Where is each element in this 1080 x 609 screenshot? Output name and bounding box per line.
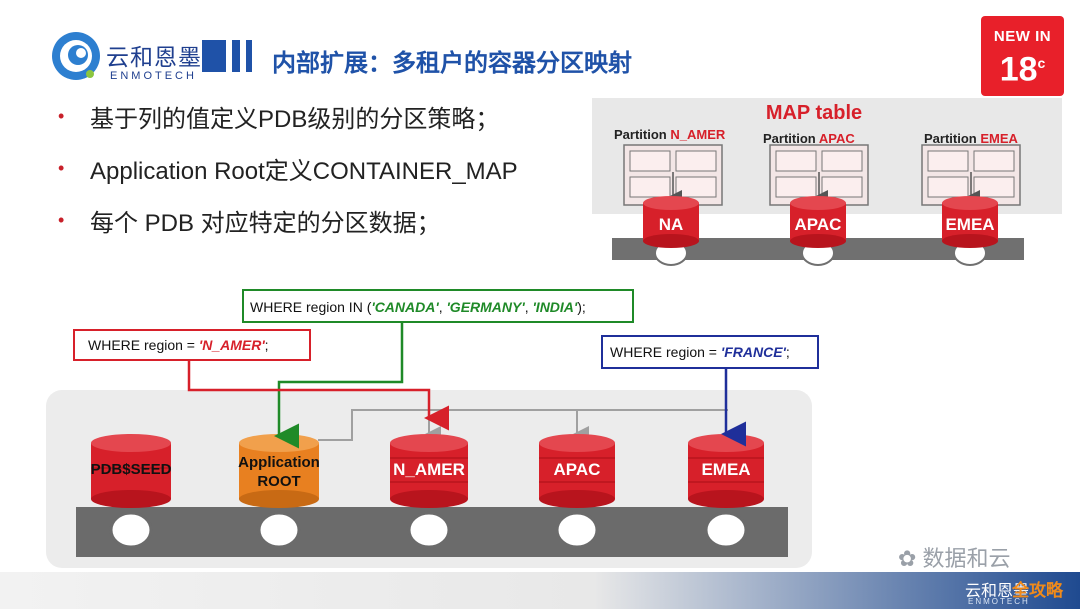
bullet-item: • 基于列的值定义PDB级别的分区策略； bbox=[58, 90, 518, 142]
where-text-green: WHERE region IN ('CANADA', 'GERMANY', 'I… bbox=[250, 299, 586, 315]
footer-logo-en: ENMOTECH bbox=[968, 597, 1030, 606]
belt-wheel bbox=[407, 511, 451, 549]
badge-version: 18c bbox=[981, 45, 1064, 87]
where-prefix: WHERE region = bbox=[610, 344, 721, 360]
where-text-blue: WHERE region = 'FRANCE'; bbox=[610, 344, 790, 360]
arrow-red bbox=[187, 360, 449, 431]
page-title: 内部扩展：多租户的容器分区映射 bbox=[272, 50, 632, 77]
db-pdb-seed: PDB$SEED bbox=[91, 434, 172, 508]
map-db-na: NA bbox=[643, 196, 699, 248]
partition-prefix: Partition bbox=[763, 131, 816, 146]
belt-wheel bbox=[109, 511, 153, 549]
where-suffix: ; bbox=[265, 337, 269, 353]
db-label: APAC bbox=[554, 460, 601, 479]
db-n-amer: N_AMER bbox=[390, 434, 468, 508]
where-suffix: ; bbox=[786, 344, 790, 360]
where-box-red bbox=[73, 329, 311, 361]
where-value: 'GERMANY' bbox=[446, 299, 525, 315]
partition-label: Partition N_AMER bbox=[614, 127, 726, 142]
where-sep: , bbox=[439, 299, 447, 315]
where-clause-green: WHERE region IN ('CANADA', 'GERMANY', 'I… bbox=[242, 289, 634, 323]
map-table-panel: MAP table Partition N_AMER Partition APA… bbox=[592, 98, 1062, 214]
where-clause-red: WHERE region = 'N_AMER'; bbox=[73, 329, 311, 361]
arrow-green bbox=[274, 322, 404, 449]
bullet-item: • 每个 PDB 对应特定的分区数据； bbox=[58, 194, 518, 246]
db-apac: APAC bbox=[539, 434, 615, 508]
where-box-blue bbox=[601, 335, 819, 369]
belt-wheel bbox=[704, 511, 748, 549]
company-logo: 云和恩墨 ENMOTECH bbox=[48, 28, 268, 88]
db-label: NA bbox=[659, 215, 684, 234]
where-sep: , bbox=[525, 299, 533, 315]
db-label: Application bbox=[238, 454, 320, 471]
where-box-green bbox=[242, 289, 634, 323]
partition-name: APAC bbox=[819, 131, 855, 146]
bullet-dot-icon: • bbox=[58, 105, 65, 126]
footer-strip bbox=[0, 572, 1080, 609]
map-table-title: MAP table bbox=[766, 102, 862, 124]
db-label: EMEA bbox=[701, 460, 750, 479]
bullet-list: • 基于列的值定义PDB级别的分区策略； • Application Root定义C… bbox=[58, 90, 518, 246]
db-application-root: Application ROOT bbox=[238, 434, 320, 508]
partition-name: EMEA bbox=[980, 131, 1018, 146]
watermark-text: 数据和云 bbox=[922, 546, 1011, 571]
footer-tag: 全攻略 bbox=[1012, 581, 1063, 600]
bullet-text: 基于列的值定义PDB级别的分区策略； bbox=[90, 105, 500, 133]
badge-label: NEW IN bbox=[993, 28, 1052, 45]
bullet-dot-icon: • bbox=[58, 157, 65, 178]
bullet-item: • Application Root定义CONTAINER_MAP bbox=[58, 142, 518, 194]
map-db-emea: EMEA bbox=[942, 196, 998, 248]
route-line-gray bbox=[318, 409, 728, 441]
where-text-red: WHERE region = 'N_AMER'; bbox=[88, 337, 269, 353]
partition-label: Partition APAC bbox=[763, 131, 855, 146]
partition-prefix: Partition bbox=[614, 127, 667, 142]
where-value: 'INDIA' bbox=[532, 299, 577, 315]
where-prefix: WHERE region = bbox=[88, 337, 199, 353]
wechat-watermark: ✿ 数据和云 bbox=[898, 541, 1011, 573]
db-label: N_AMER bbox=[393, 460, 465, 479]
db-label: EMEA bbox=[945, 215, 994, 234]
partition-label: Partition EMEA bbox=[924, 131, 1019, 146]
partition-name: N_AMER bbox=[670, 127, 726, 142]
title-bars-icon bbox=[202, 40, 252, 72]
main-conveyor-belt bbox=[76, 507, 788, 557]
where-value: 'FRANCE' bbox=[721, 344, 787, 360]
partition-prefix: Partition bbox=[924, 131, 977, 146]
where-prefix: WHERE region IN ( bbox=[250, 299, 372, 315]
belt-wheel bbox=[555, 511, 599, 549]
belt-wheel bbox=[257, 511, 301, 549]
wechat-icon: ✿ bbox=[898, 546, 923, 571]
badge-number: 18 bbox=[999, 50, 1038, 89]
where-value: 'N_AMER' bbox=[199, 337, 265, 353]
where-suffix: ); bbox=[577, 299, 586, 315]
db-label: APAC bbox=[795, 215, 842, 234]
db-emea: EMEA bbox=[688, 434, 764, 508]
map-db-apac: APAC bbox=[790, 196, 846, 248]
badge-unit: c bbox=[1037, 55, 1046, 71]
bullet-text: Application Root定义CONTAINER_MAP bbox=[90, 157, 518, 185]
where-clause-blue: WHERE region = 'FRANCE'; bbox=[601, 335, 819, 369]
db-label: PDB$SEED bbox=[91, 461, 172, 478]
footer-logo-cn: 云和恩墨 bbox=[965, 583, 1030, 600]
db-label-line2: ROOT bbox=[257, 473, 300, 490]
bullet-text: 每个 PDB 对应特定的分区数据； bbox=[90, 209, 441, 237]
logo-text-en: ENMOTECH bbox=[110, 70, 197, 82]
version-badge: NEW IN 18c bbox=[981, 16, 1064, 96]
bullet-dot-icon: • bbox=[58, 209, 65, 230]
swirl-logo-icon bbox=[52, 32, 100, 80]
where-value: 'CANADA' bbox=[371, 299, 439, 315]
logo-text-cn: 云和恩墨 bbox=[106, 44, 202, 70]
